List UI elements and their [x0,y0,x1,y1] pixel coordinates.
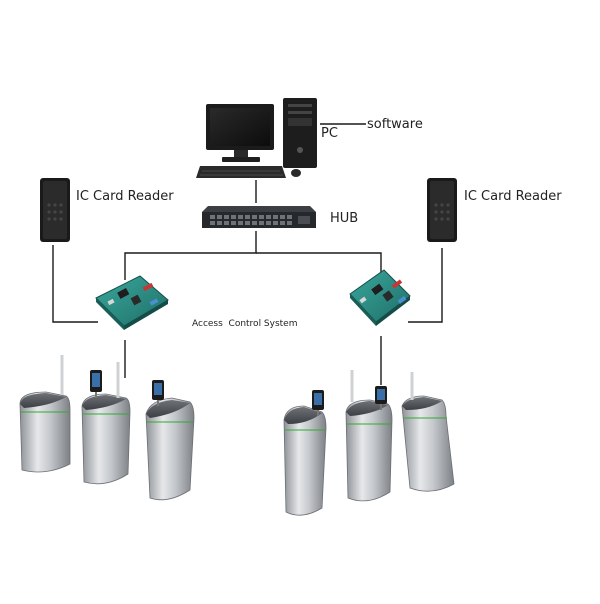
connection-lines [52,123,443,385]
ic-card-reader-left-icon [40,178,70,242]
pc-tower-icon [283,98,317,168]
pc-label: PC [321,126,338,141]
monitor-icon [206,104,274,162]
turnstile-group-right [283,370,455,516]
access-control-system-label: Access Control System [192,319,298,329]
turnstile-cabinet-icon [401,395,455,492]
access-control-board-right-icon [349,269,411,326]
turnstile-group-left [19,355,195,501]
hub-label: HUB [330,211,358,226]
right-reader-line [408,248,443,323]
access-control-board-left-icon [95,275,169,330]
ic-card-reader-right-icon [427,178,457,242]
mouse-icon [291,169,301,177]
ic-card-reader-left-label: IC Card Reader [76,189,174,204]
ic-card-reader-right-label: IC Card Reader [464,189,562,204]
hub-to-controllers-line [124,231,257,280]
face-recognition-terminal-icon [312,390,324,416]
hub-to-right-controller-line [256,252,382,275]
keyboard-icon [196,166,286,178]
turnstile-cabinet-icon [283,405,327,516]
hub-switch-icon [202,206,316,228]
software-label: software [367,117,423,132]
left-reader-line [52,245,98,323]
turnstile-cabinet-icon [81,393,131,485]
turnstile-cabinet-icon [145,397,195,501]
face-recognition-terminal-icon [375,386,387,410]
turnstile-cabinet-icon [345,399,393,502]
turnstile-cabinet-icon [19,391,71,473]
face-recognition-terminal-icon [152,380,164,406]
face-recognition-terminal-icon [90,370,102,398]
pc-workstation [196,98,317,178]
